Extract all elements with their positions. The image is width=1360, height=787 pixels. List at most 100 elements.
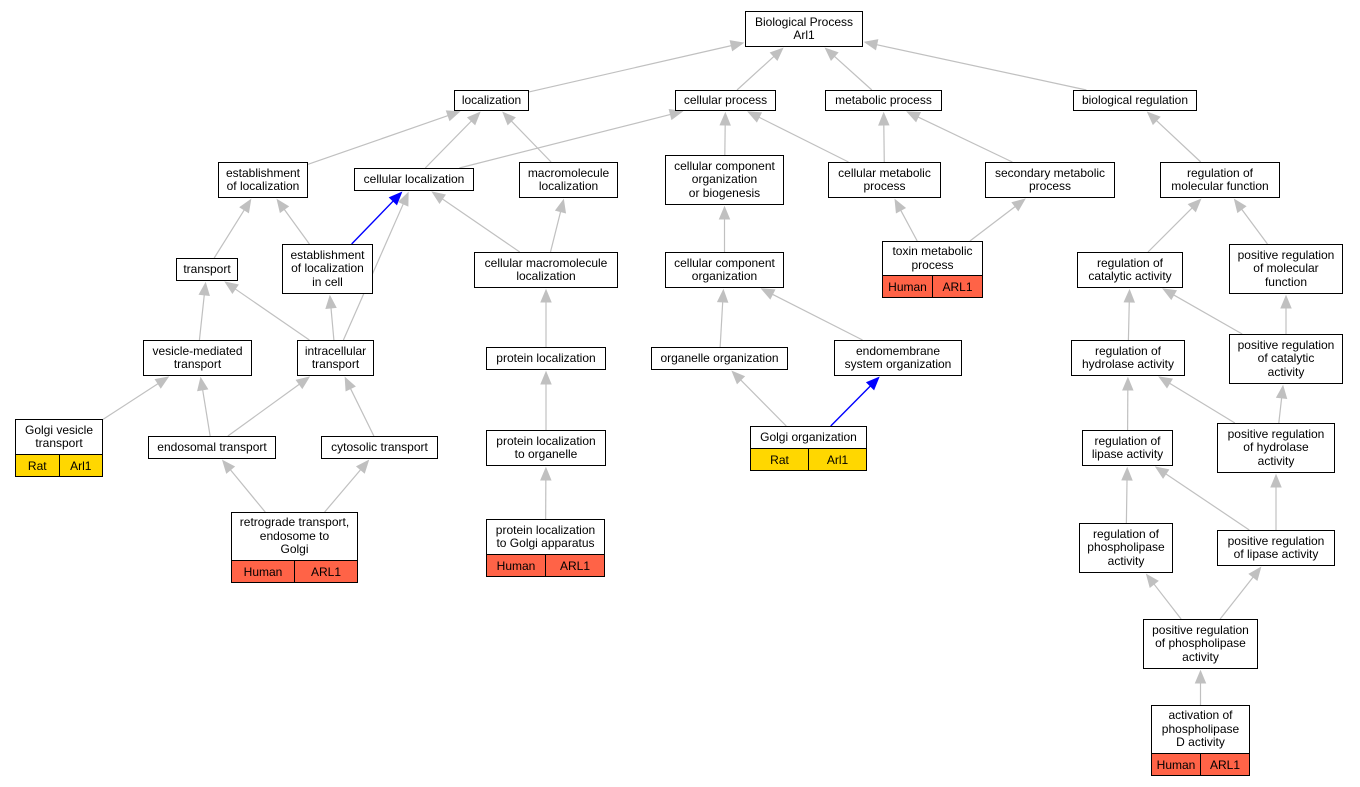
go-term-label: regulation of phospholipase activity xyxy=(1087,526,1165,568)
go-term-label: Biological Process Arl1 xyxy=(754,14,854,42)
edge-line-retrograde-transport-to-cytosolic-transport xyxy=(324,469,362,513)
edge-line-endosomal-transport-to-vesicle-mediated-transport xyxy=(202,389,211,437)
arrowhead-icon xyxy=(154,376,170,389)
go-term-macromolecule-localization[interactable]: macromolecule localization xyxy=(519,162,618,198)
edge-line-cellular-macromolecule-localization-to-cellular-localization xyxy=(441,198,521,253)
go-term-label: activation of phospholipase D activity xyxy=(1161,708,1240,750)
go-term-cellular-process[interactable]: cellular process xyxy=(675,90,776,111)
arrowhead-icon xyxy=(1187,198,1202,213)
edge-line-pos-reg-hydrolase-activity-to-pos-reg-catalytic-activity xyxy=(1278,397,1283,424)
go-term-est-loc-in-cell[interactable]: establishment of localization in cell xyxy=(282,244,373,294)
go-term-regulation-of-molecular-function[interactable]: regulation of molecular function xyxy=(1160,162,1280,198)
edge-line-golgi-organization-to-organelle-organization xyxy=(740,379,787,427)
gene-label: Arl1 xyxy=(808,449,866,470)
arrowhead-icon xyxy=(198,281,210,297)
species-label: Rat xyxy=(27,458,47,473)
go-term-vesicle-mediated-transport[interactable]: vesicle-mediated transport xyxy=(143,340,252,376)
go-term-intracellular-transport[interactable]: intracellular transport xyxy=(297,340,374,376)
arrowhead-icon xyxy=(1248,566,1262,581)
go-term-label: secondary metabolic process xyxy=(994,165,1106,193)
edge-line-endomembrane-system-organization-to-cellular-component-organization xyxy=(772,293,863,341)
go-term-pos-reg-lipase-activity[interactable]: positive regulation of lipase activity xyxy=(1217,530,1335,566)
go-term-pos-reg-catalytic-activity[interactable]: positive regulation of catalytic activit… xyxy=(1229,334,1343,384)
go-term-label: Golgi vesicle transport xyxy=(24,422,94,450)
go-term-establishment-of-localization[interactable]: establishment of localization xyxy=(218,162,308,198)
go-term-organelle-organization[interactable]: organelle organization xyxy=(651,347,788,370)
arrowhead-icon xyxy=(276,198,290,214)
go-term-label: regulation of lipase activity xyxy=(1091,433,1164,461)
edge-line-regulation-of-phospholipase-activity-to-regulation-of-lipase-activity xyxy=(1125,479,1128,524)
go-term-regulation-of-phospholipase-activity[interactable]: regulation of phospholipase activity xyxy=(1079,523,1173,573)
arrowhead-icon xyxy=(1280,294,1292,309)
arrowhead-icon xyxy=(729,40,745,52)
go-term-pos-reg-molecular-function[interactable]: positive regulation of molecular functio… xyxy=(1229,244,1343,294)
edge-line-est-loc-in-cell-to-cellular-localization xyxy=(351,200,394,245)
go-term-label: positive regulation of phospholipase act… xyxy=(1152,622,1249,664)
edge-line-est-loc-in-cell-to-establishment-of-localization xyxy=(283,208,310,245)
go-term-cellular-component-organization[interactable]: cellular component organization xyxy=(665,252,784,288)
gene-label: ARL1 xyxy=(545,555,604,576)
go-term-endomembrane-system-organization[interactable]: endomembrane system organization xyxy=(834,340,962,376)
edge-line-pos-reg-catalytic-activity-to-regulation-of-catalytic-activity xyxy=(1173,294,1243,335)
edge-line-cellular-metabolic-process-to-cellular-process xyxy=(758,116,849,163)
go-term-label: regulation of hydrolase activity xyxy=(1081,343,1175,371)
go-term-label: toxin metabolic process xyxy=(892,244,973,272)
arrowhead-icon xyxy=(1145,573,1159,588)
go-term-pos-reg-phospholipase-activity[interactable]: positive regulation of phospholipase act… xyxy=(1143,619,1258,669)
arrowhead-icon xyxy=(388,191,403,206)
go-term-label: protein localization to organelle xyxy=(496,433,596,461)
go-term-label: endosomal transport xyxy=(157,439,267,454)
arrowhead-icon xyxy=(1146,111,1161,126)
go-term-label: retrograde transport, endosome to Golgi xyxy=(239,515,350,557)
go-term-regulation-of-hydrolase-activity[interactable]: regulation of hydrolase activity xyxy=(1071,340,1185,376)
go-term-biological-regulation[interactable]: biological regulation xyxy=(1073,90,1197,111)
go-term-localization[interactable]: localization xyxy=(454,90,529,111)
arrowhead-icon xyxy=(1162,288,1177,301)
edge-line-organelle-organization-to-cellular-component-organization xyxy=(719,301,724,348)
edge-line-toxin-metabolic-process-to-cellular-metabolic-process xyxy=(900,210,918,242)
edge-line-retrograde-transport-to-endosomal-transport xyxy=(229,469,266,513)
go-term-secondary-metabolic-process[interactable]: secondary metabolic process xyxy=(985,162,1115,198)
go-term-label: cellular macromolecule localization xyxy=(484,255,608,283)
edge-line-localization-to-root xyxy=(528,45,732,93)
go-term-label: Golgi organization xyxy=(760,429,857,444)
edge-line-cellular-macromolecule-localization-to-macromolecule-localization xyxy=(549,211,562,253)
go-term-label: macromolecule localization xyxy=(527,165,610,193)
go-term-metabolic-process[interactable]: metabolic process xyxy=(825,90,942,111)
edge-line-secondary-metabolic-process-to-metabolic-process xyxy=(917,116,1013,163)
go-term-cytosolic-transport[interactable]: cytosolic transport xyxy=(321,436,438,459)
go-term-label: protein localization to Golgi apparatus xyxy=(495,522,596,550)
go-term-cellular-localization[interactable]: cellular localization xyxy=(354,168,474,191)
edge-line-regulation-of-molecular-function-to-biological-regulation xyxy=(1156,120,1202,163)
go-term-transport[interactable]: transport xyxy=(176,258,238,281)
go-term-ccob[interactable]: cellular component organization or bioge… xyxy=(665,155,784,205)
arrowhead-icon xyxy=(1154,466,1170,479)
go-term-regulation-of-lipase-activity[interactable]: regulation of lipase activity xyxy=(1082,430,1173,466)
go-term-cellular-metabolic-process[interactable]: cellular metabolic process xyxy=(828,162,941,198)
arrowhead-icon xyxy=(878,111,890,126)
go-term-pos-reg-hydrolase-activity[interactable]: positive regulation of hydrolase activit… xyxy=(1217,423,1335,473)
edge-line-regulation-of-catalytic-activity-to-regulation-of-molecular-function xyxy=(1147,207,1193,253)
go-term-label: biological regulation xyxy=(1081,92,1189,107)
edge-line-intracellular-transport-to-cellular-localization xyxy=(342,203,404,341)
go-term-regulation-of-catalytic-activity[interactable]: regulation of catalytic activity xyxy=(1077,252,1183,288)
go-term-cellular-macromolecule-localization[interactable]: cellular macromolecule localization xyxy=(474,252,618,288)
go-term-protein-localization-to-organelle[interactable]: protein localization to organelle xyxy=(486,430,606,466)
arrowhead-icon xyxy=(1194,669,1207,684)
edge-line-establishment-of-localization-to-localization xyxy=(307,115,449,165)
go-term-protein-localization[interactable]: protein localization xyxy=(486,347,606,370)
arrowhead-icon xyxy=(554,198,567,214)
go-term-root[interactable]: Biological Process Arl1 xyxy=(745,11,863,47)
arrowhead-icon xyxy=(344,376,356,392)
arrowhead-icon xyxy=(731,370,746,385)
go-term-endosomal-transport[interactable]: endosomal transport xyxy=(148,436,276,459)
